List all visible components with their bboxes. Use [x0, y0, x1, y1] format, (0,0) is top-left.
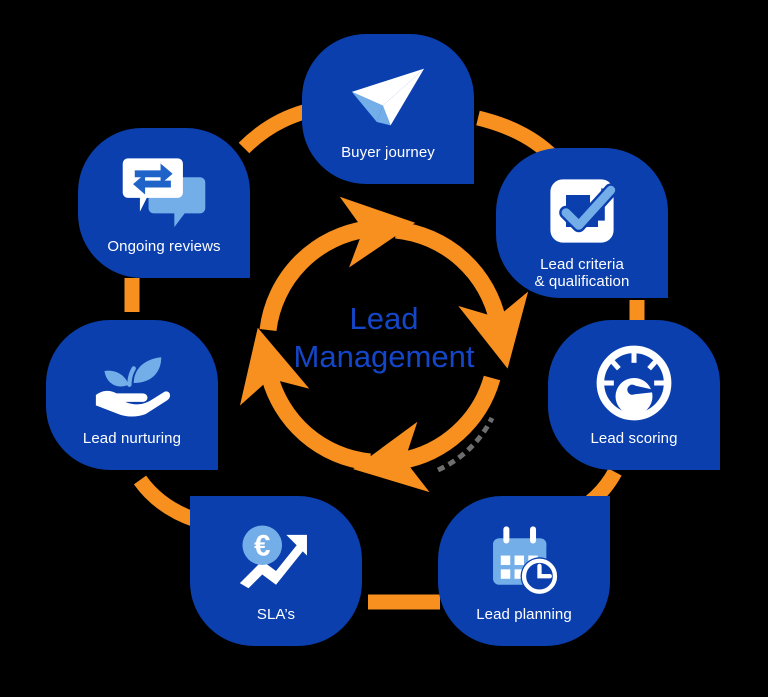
node-label-line2: & qualification — [534, 273, 630, 290]
node-lead-nurturing[interactable]: Lead nurturing — [46, 320, 218, 470]
connector-reviews-to-buyer — [238, 104, 307, 154]
node-lead-criteria[interactable]: Lead criteria & qualification — [496, 148, 668, 298]
cycle-arrow-3 — [353, 375, 501, 493]
center-title-line2: Management — [293, 339, 475, 374]
gauge-icon — [591, 340, 677, 426]
page-title: Lead Management — [284, 300, 484, 376]
node-label: Lead nurturing — [82, 430, 182, 447]
checkbox-check-icon — [539, 168, 625, 254]
node-label: Ongoing reviews — [107, 238, 221, 255]
calendar-clock-icon — [481, 516, 567, 602]
hand-plant-icon — [89, 340, 175, 426]
svg-text:€: € — [254, 531, 270, 563]
node-label: Buyer journey — [341, 144, 435, 161]
euro-growth-icon: € — [233, 516, 319, 602]
node-buyer-journey[interactable]: Buyer journey — [302, 34, 474, 184]
connector-slas-to-nurturing — [133, 475, 199, 528]
node-slas[interactable]: € SLA’s — [190, 496, 362, 646]
paper-plane-icon — [345, 54, 431, 140]
node-lead-scoring[interactable]: Lead scoring — [548, 320, 720, 470]
node-ongoing-reviews[interactable]: Ongoing reviews — [78, 128, 250, 278]
node-label-line1: Lead criteria — [540, 256, 624, 273]
chat-exchange-icon — [121, 148, 207, 234]
cycle-arrow-1 — [259, 196, 416, 332]
node-label: SLA’s — [256, 606, 296, 623]
cycle-arrow-4 — [239, 327, 372, 471]
node-label: Lead planning — [476, 606, 572, 623]
node-label: Lead scoring — [590, 430, 678, 447]
node-lead-planning[interactable]: Lead planning — [438, 496, 610, 646]
watermark-arc — [436, 416, 495, 473]
center-title-line1: Lead — [349, 301, 419, 336]
cycle-arrow-2 — [394, 221, 529, 369]
